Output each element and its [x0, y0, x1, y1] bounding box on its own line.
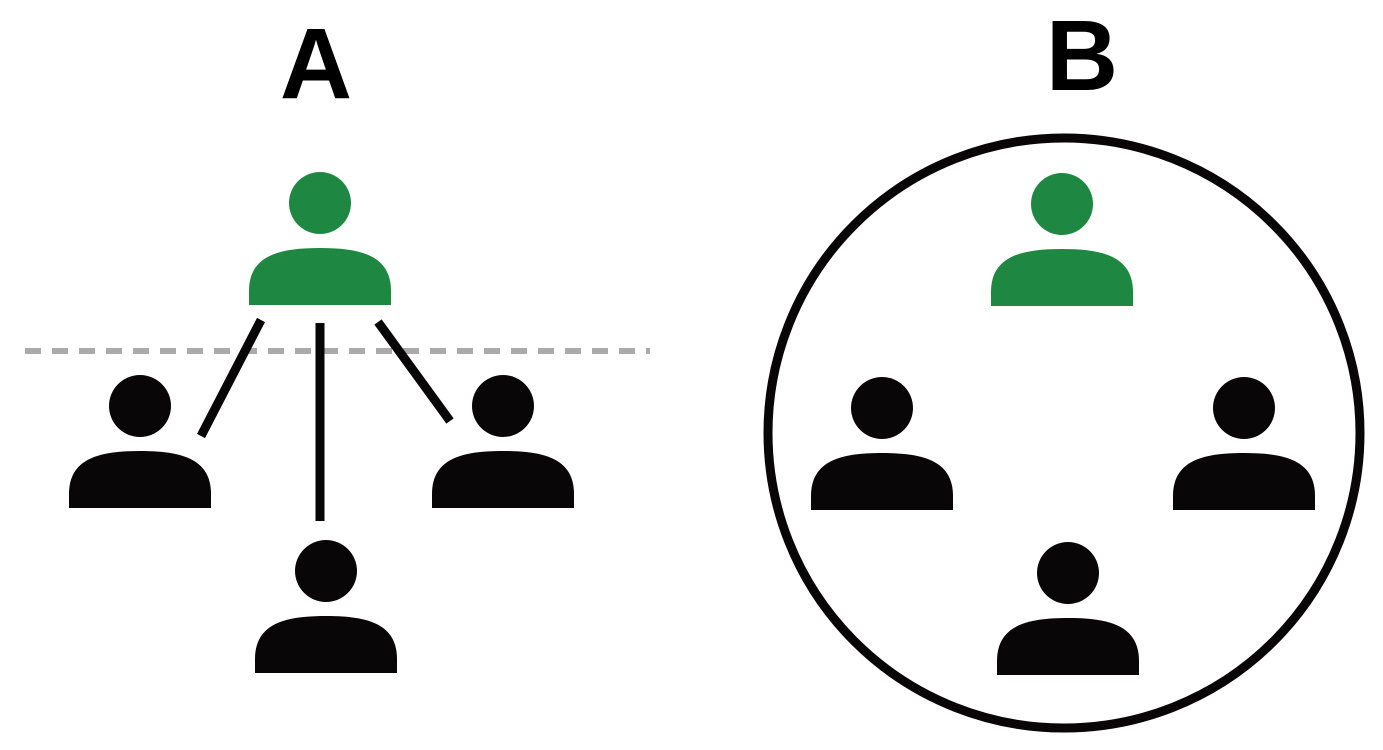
- panel-a: A: [25, 8, 650, 673]
- member-person-icon-bottom: [255, 540, 397, 673]
- member-person-icon-right: [432, 375, 574, 508]
- panel-b-label: B: [1046, 0, 1118, 112]
- member-person-icon-right: [1173, 377, 1315, 510]
- leader-person-icon: [249, 172, 391, 305]
- group-boundary-circle: [763, 133, 1365, 733]
- member-person-icon-left: [811, 377, 953, 510]
- panel-b: B: [763, 0, 1365, 733]
- leader-person-icon: [991, 173, 1133, 306]
- member-person-icon-left: [69, 375, 211, 508]
- panel-a-label: A: [280, 8, 352, 120]
- member-person-icon-bottom: [997, 542, 1139, 675]
- connector-left: [197, 317, 265, 439]
- connector-right: [374, 319, 454, 424]
